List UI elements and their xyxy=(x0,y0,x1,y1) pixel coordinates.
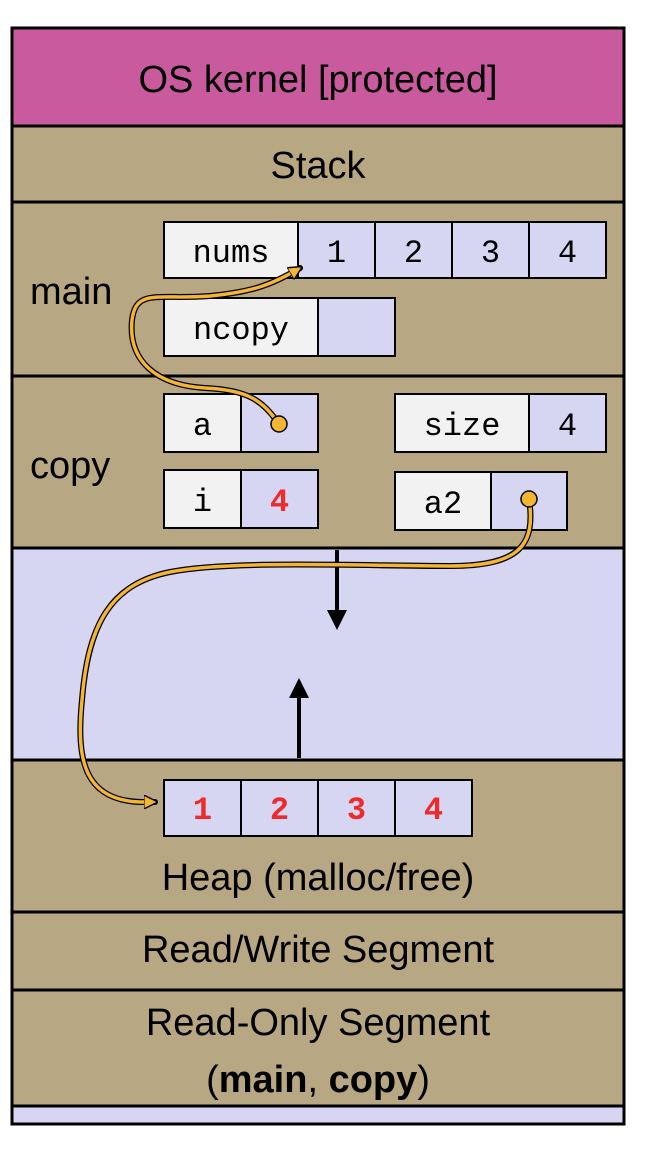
pointer-a-to-nums xyxy=(129,268,300,426)
stack-header-region xyxy=(10,124,626,204)
size-value: 4 xyxy=(558,408,577,445)
free-space-region xyxy=(10,546,626,762)
ncopy-name: ncopy xyxy=(193,312,289,349)
a-value-cell xyxy=(240,393,319,453)
pointer-a-origin-dot xyxy=(270,415,288,433)
copy-frame-label: copy xyxy=(30,445,110,487)
heap-array-cell xyxy=(163,779,242,837)
size-variable: size 4 xyxy=(394,393,607,453)
ncopy-variable: ncopy xyxy=(163,297,396,357)
i-name: i xyxy=(193,484,212,521)
i-value: 4 xyxy=(270,484,289,521)
stack-label: Stack xyxy=(270,145,366,187)
i-variable: i 4 xyxy=(163,469,319,529)
heap-array-value: 1 xyxy=(193,792,212,829)
heap-label: Heap (malloc/free) xyxy=(162,857,475,899)
nums-name-cell xyxy=(163,221,299,279)
nums-name: nums xyxy=(193,235,270,272)
nums-value: 3 xyxy=(481,235,500,272)
a-name: a xyxy=(193,408,212,445)
a-variable: a xyxy=(163,393,319,453)
a2-name: a2 xyxy=(424,486,462,523)
ro-segment-copy: copy xyxy=(329,1059,418,1101)
nums-value: 4 xyxy=(558,235,577,272)
ncopy-name-cell xyxy=(163,297,319,357)
ro-segment-contents: (main, copy) xyxy=(206,1059,430,1101)
size-value-cell xyxy=(528,393,607,453)
ncopy-value-cell xyxy=(317,297,396,357)
size-name-cell xyxy=(394,393,530,453)
kernel-region xyxy=(10,26,626,128)
nums-cell xyxy=(297,221,376,279)
nums-value: 1 xyxy=(327,235,346,272)
kernel-label: OS kernel [protected] xyxy=(138,59,497,101)
nums-value: 2 xyxy=(404,235,423,272)
rw-segment-label: Read/Write Segment xyxy=(142,929,494,971)
rw-segment-region xyxy=(10,910,626,992)
heap-array-value: 2 xyxy=(270,792,289,829)
heap-array-cell xyxy=(240,779,319,837)
nums-cell xyxy=(374,221,453,279)
a2-name-cell xyxy=(394,471,492,531)
ro-segment-label: Read-Only Segment xyxy=(146,1002,491,1044)
ro-segment-main: main xyxy=(219,1059,308,1101)
a2-variable: a2 xyxy=(394,471,568,531)
nums-variable: nums 1 2 3 4 xyxy=(163,221,607,279)
pointer-a2-origin-dot xyxy=(520,490,538,508)
heap-array: 1 2 3 4 xyxy=(163,779,473,837)
a-name-cell xyxy=(163,393,242,453)
heap-array-cell xyxy=(394,779,473,837)
bottom-free-strip xyxy=(10,1104,626,1126)
main-frame-label: main xyxy=(30,271,112,313)
heap-array-value: 3 xyxy=(347,792,366,829)
pointer-a2-to-heap xyxy=(78,497,533,802)
nums-cell xyxy=(528,221,607,279)
i-value-cell xyxy=(240,469,319,529)
size-name: size xyxy=(424,408,501,445)
heap-array-value: 4 xyxy=(424,792,443,829)
